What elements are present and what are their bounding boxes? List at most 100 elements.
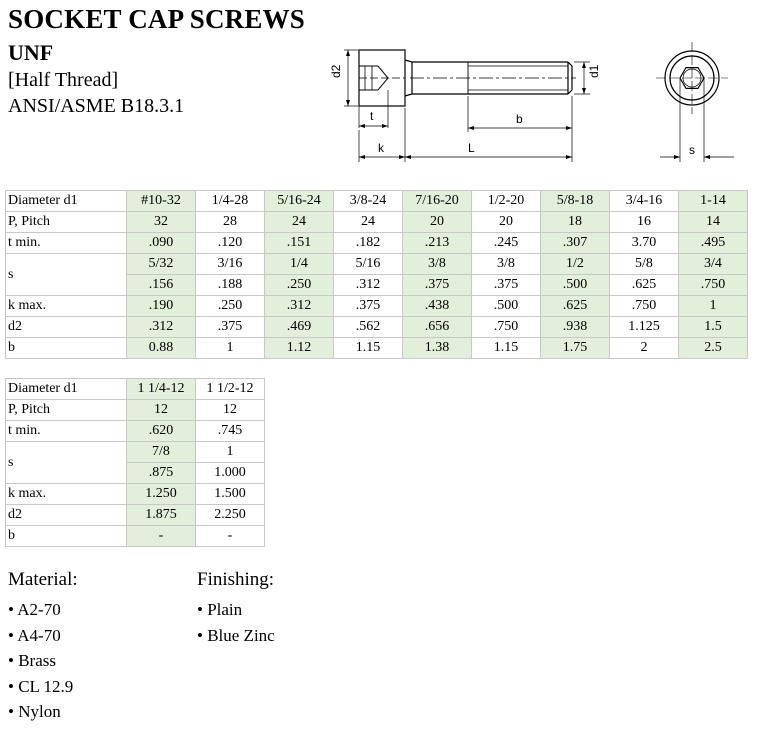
table-cell: 1 xyxy=(195,441,265,463)
table-cell: .250 xyxy=(264,274,334,296)
table-cell: 1 1/2-12 xyxy=(195,378,265,400)
table-cell: 5/16-24 xyxy=(264,190,334,212)
table-cell: 1.500 xyxy=(195,483,265,505)
table-cell: 28 xyxy=(195,211,265,233)
table-cell: 3/8 xyxy=(471,253,541,275)
table-cell: .090 xyxy=(126,232,196,254)
page-title: SOCKET CAP SCREWS xyxy=(8,4,305,34)
material-list: Material: • A2-70 • A4-70 • Brass • CL 1… xyxy=(8,569,78,725)
table-cell: 20 xyxy=(471,211,541,233)
table-cell: 1.12 xyxy=(264,337,334,359)
table-cell: .745 xyxy=(195,420,265,442)
table-cell: 2.5 xyxy=(678,337,748,359)
table-cell: - xyxy=(195,525,265,547)
table-cell: .245 xyxy=(471,232,541,254)
table-cell: .188 xyxy=(195,274,265,296)
table-cell: 7/8 xyxy=(126,441,196,463)
table-cell: .656 xyxy=(402,316,472,338)
thread-type: [Half Thread] xyxy=(8,69,119,91)
thread-standard: UNF xyxy=(8,40,54,65)
label-d1: d1 xyxy=(587,64,601,78)
table-cell: 5/16 xyxy=(333,253,403,275)
table-cell: 12 xyxy=(126,399,196,421)
material-item: • A2-70 xyxy=(8,600,61,619)
material-heading: Material: xyxy=(8,569,78,590)
material-item: • Nylon xyxy=(8,702,61,721)
finishing-item: • Plain xyxy=(197,600,243,619)
screw-side-view-diagram: d2 d1 t b k L xyxy=(329,49,601,162)
table-cell: 3/16 xyxy=(195,253,265,275)
finishing-heading: Finishing: xyxy=(197,569,275,590)
table-cell: .312 xyxy=(264,295,334,317)
table-cell: 1.38 xyxy=(402,337,472,359)
table-cell: .562 xyxy=(333,316,403,338)
table-cell: 1.5 xyxy=(678,316,748,338)
row-label: P, Pitch xyxy=(5,399,127,421)
table-cell: .250 xyxy=(195,295,265,317)
table-cell: .625 xyxy=(540,295,610,317)
table-cell: .375 xyxy=(402,274,472,296)
screw-top-view-diagram: s xyxy=(656,42,734,162)
table-cell: 7/16-20 xyxy=(402,190,472,212)
finishing-item: • Blue Zinc xyxy=(197,625,275,645)
table-cell: 1.15 xyxy=(333,337,403,359)
table-cell: 1 1/4-12 xyxy=(126,378,196,400)
table-cell: 1-14 xyxy=(678,190,748,212)
table-cell: .750 xyxy=(678,274,748,296)
table-cell: 20 xyxy=(402,211,472,233)
table-cell: 3/8 xyxy=(402,253,472,275)
material-item: • CL 12.9 xyxy=(8,676,74,696)
table-cell: .750 xyxy=(609,295,679,317)
table-cell: 3.70 xyxy=(609,232,679,254)
table-cell: 5/8-18 xyxy=(540,190,610,212)
table-cell: .213 xyxy=(402,232,472,254)
finishing-list: Finishing: • Plain • Blue Zinc xyxy=(197,569,275,648)
table-cell: 2.250 xyxy=(195,504,265,526)
table-cell: 1.875 xyxy=(126,504,196,526)
row-label: t min. xyxy=(5,232,127,254)
table-cell: 1.75 xyxy=(540,337,610,359)
row-label: Diameter d1 xyxy=(5,378,127,400)
table-cell: .438 xyxy=(402,295,472,317)
table-cell: 1.125 xyxy=(609,316,679,338)
label-L: L xyxy=(468,141,475,155)
table-cell: .375 xyxy=(471,274,541,296)
table-cell: .500 xyxy=(540,274,610,296)
material-item: • A4-70 xyxy=(8,625,61,645)
row-label: s xyxy=(5,253,127,296)
b-row: b-- xyxy=(5,525,265,547)
table-cell: 32 xyxy=(126,211,196,233)
table-cell: .375 xyxy=(195,316,265,338)
label-b: b xyxy=(516,112,523,126)
table-cell: 16 xyxy=(609,211,679,233)
table-cell: - xyxy=(126,525,196,547)
table-cell: 1.15 xyxy=(471,337,541,359)
table-cell: .312 xyxy=(126,316,196,338)
table-cell: .750 xyxy=(471,316,541,338)
table-cell: #10-32 xyxy=(126,190,196,212)
table-cell: 1/4 xyxy=(264,253,334,275)
table-cell: 5/8 xyxy=(609,253,679,275)
table-cell: .120 xyxy=(195,232,265,254)
table-cell: .500 xyxy=(471,295,541,317)
row-label: d2 xyxy=(5,504,127,526)
label-s: s xyxy=(689,143,695,157)
row-label: Diameter d1 xyxy=(5,190,127,212)
table-cell: .620 xyxy=(126,420,196,442)
table-cell: 24 xyxy=(333,211,403,233)
table-cell: 3/4 xyxy=(678,253,748,275)
table-cell: .190 xyxy=(126,295,196,317)
material-item: • Brass xyxy=(8,651,56,670)
